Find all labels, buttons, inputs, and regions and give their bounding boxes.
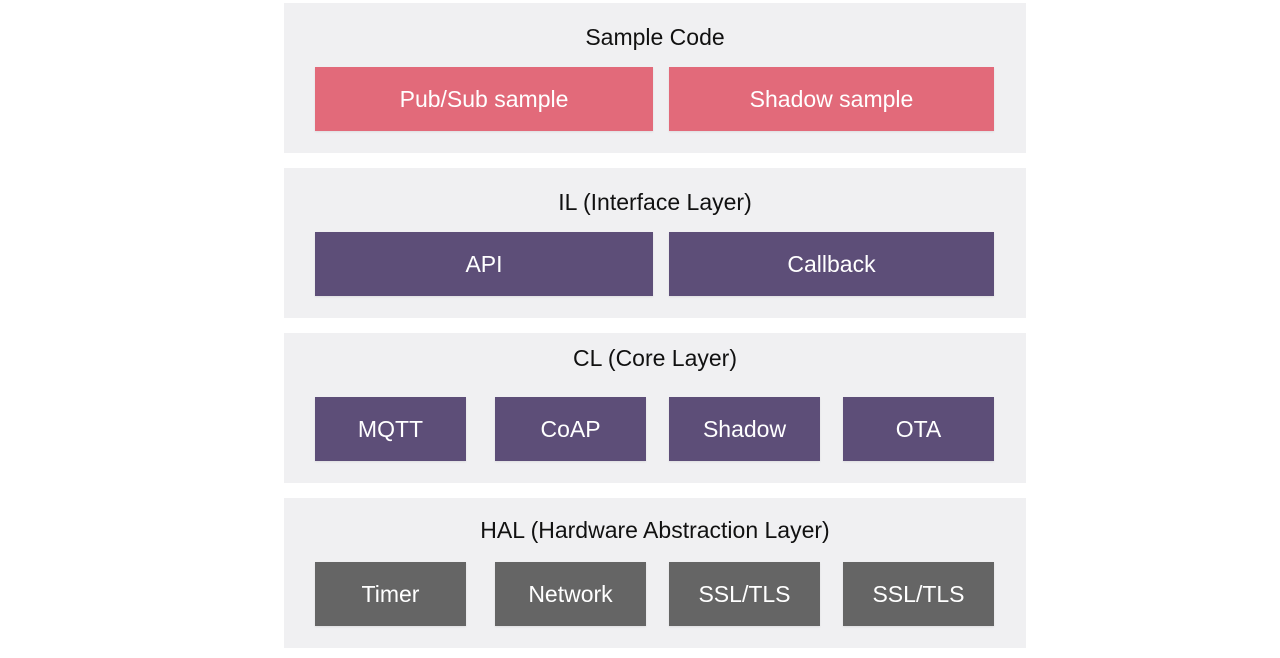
layer-interface: IL (Interface Layer) API Callback: [284, 168, 1026, 318]
box-callback: Callback: [669, 232, 994, 296]
box-ssl-tls: SSL/TLS: [669, 562, 820, 626]
box-pubsub-sample: Pub/Sub sample: [315, 67, 653, 131]
box-ota: OTA: [843, 397, 994, 461]
box-ssl-tls: SSL/TLS: [843, 562, 994, 626]
box-shadow: Shadow: [669, 397, 820, 461]
layer-title: IL (Interface Layer): [558, 189, 752, 215]
layer-hal: HAL (Hardware Abstraction Layer) Timer N…: [284, 498, 1026, 648]
layer-core: CL (Core Layer) MQTT CoAP Shadow OTA: [284, 333, 1026, 483]
box-timer: Timer: [315, 562, 466, 626]
box-shadow-sample: Shadow sample: [669, 67, 994, 131]
box-network: Network: [495, 562, 646, 626]
layer-title: CL (Core Layer): [572, 345, 738, 371]
box-mqtt: MQTT: [315, 397, 466, 461]
layer-title: Sample Code: [585, 24, 725, 50]
layer-sample-code: Sample Code Pub/Sub sample Shadow sample: [284, 3, 1026, 153]
box-api: API: [315, 232, 653, 296]
box-coap: CoAP: [495, 397, 646, 461]
layer-title: HAL (Hardware Abstraction Layer): [480, 517, 830, 543]
